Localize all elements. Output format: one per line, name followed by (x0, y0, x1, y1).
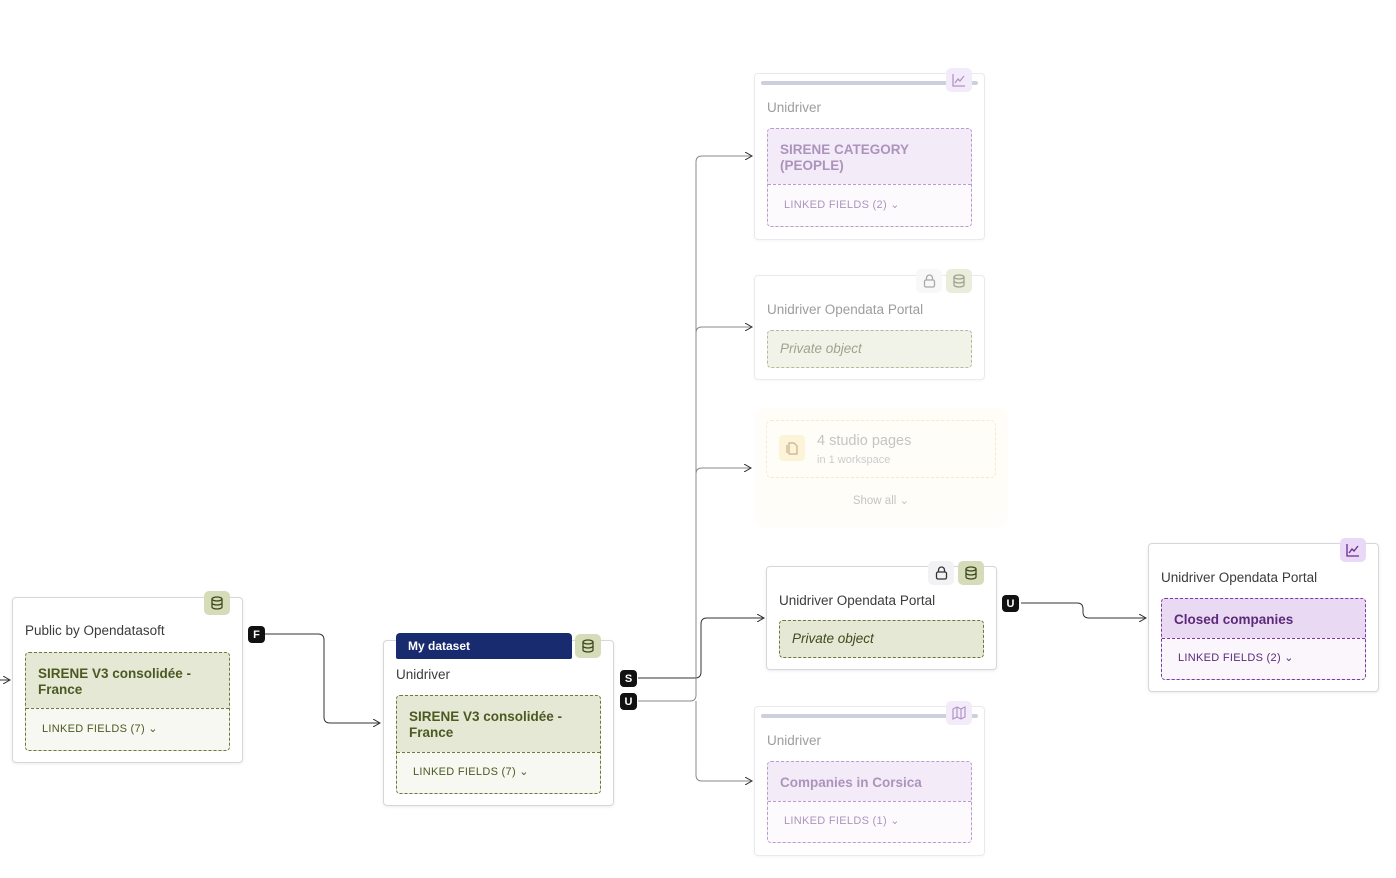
studio-pages-summary: 4 studio pages in 1 workspace (766, 420, 996, 478)
dataset-item[interactable]: SIRENE V3 consolidée - France LINKED FIE… (396, 695, 601, 794)
owner-label: Unidriver (767, 100, 822, 115)
main-dataset-card[interactable]: My dataset Unidriver SIRENE V3 consolidé… (383, 633, 614, 806)
linked-fields-label: LINKED FIELDS (7) (413, 766, 516, 778)
chevron-down-icon: ⌄ (890, 815, 900, 827)
linked-fields-label: LINKED FIELDS (1) (784, 815, 887, 827)
owner-label: Unidriver (396, 667, 451, 682)
lock-icon (928, 561, 954, 585)
edge-badge-u: U (1002, 595, 1019, 612)
private-object-card[interactable]: Unidriver Opendata Portal Private object (766, 561, 997, 670)
linked-fields-label: LINKED FIELDS (7) (42, 723, 145, 735)
studio-workspace-count: in 1 workspace (817, 454, 891, 466)
edge-s-to-private (638, 618, 764, 679)
linked-fields-label: LINKED FIELDS (2) (1178, 652, 1281, 664)
map-item[interactable]: Companies in Corsica LINKED FIELDS (1) ⌄ (767, 761, 972, 843)
edge-u-to-map (695, 701, 752, 781)
linked-fields-toggle[interactable]: LINKED FIELDS (7) ⌄ (397, 752, 600, 793)
edge-source-to-main (265, 633, 380, 723)
chevron-down-icon: ⌄ (1284, 652, 1294, 664)
chart-title: SIRENE CATEGORY (PEOPLE) (780, 142, 909, 173)
database-icon (946, 269, 972, 293)
edge-badge-f: F (248, 626, 265, 643)
closed-companies-card[interactable]: Unidriver Opendata Portal Closed compani… (1148, 538, 1379, 692)
source-dataset-card[interactable]: Public by Opendatasoft SIRENE V3 consoli… (12, 591, 243, 763)
edge-badge-s: S (620, 670, 637, 687)
chart-title: Closed companies (1174, 612, 1294, 627)
edge-u-to-private1 (695, 327, 752, 334)
map-title: Companies in Corsica (780, 775, 922, 790)
owner-label: Unidriver Opendata Portal (1161, 570, 1318, 585)
dataset-title: SIRENE V3 consolidée - France (38, 666, 192, 697)
map-icon (946, 701, 972, 725)
show-all-button[interactable]: Show all ⌄ (754, 493, 1008, 507)
page-icon (779, 435, 805, 461)
line-chart-icon (946, 68, 972, 92)
linked-fields-toggle[interactable]: LINKED FIELDS (1) ⌄ (768, 801, 971, 842)
lock-icon (916, 269, 942, 293)
private-object-label: Private object (792, 631, 874, 646)
dataset-title: SIRENE V3 consolidée - France (409, 709, 563, 740)
studio-pages-group[interactable]: 4 studio pages in 1 workspace Show all ⌄ (754, 408, 1008, 528)
edge-u-trunk (638, 156, 752, 702)
chart-item[interactable]: SIRENE CATEGORY (PEOPLE) LINKED FIELDS (… (767, 128, 972, 227)
progress-bar (761, 714, 978, 718)
progress-bar (761, 81, 978, 85)
owner-label: Unidriver (767, 733, 822, 748)
edge-u-to-closed (1021, 602, 1146, 618)
private-object-item: Private object (767, 330, 972, 368)
chevron-down-icon: ⌄ (519, 766, 529, 778)
my-dataset-tag: My dataset (396, 633, 572, 659)
private-object-item: Private object (779, 620, 984, 658)
owner-label: Unidriver Opendata Portal (767, 302, 924, 317)
studio-pages-count: 4 studio pages (817, 433, 912, 449)
line-chart-icon (1340, 538, 1366, 562)
chart-item[interactable]: Closed companies LINKED FIELDS (2) ⌄ (1161, 598, 1366, 680)
owner-label: Unidriver Opendata Portal (779, 593, 936, 608)
chevron-down-icon: ⌄ (899, 495, 910, 507)
chevron-down-icon: ⌄ (148, 723, 158, 735)
database-icon (575, 634, 601, 658)
linked-fields-toggle[interactable]: LINKED FIELDS (2) ⌄ (768, 184, 971, 226)
owner-label: Public by Opendatasoft (25, 623, 165, 638)
dataset-item[interactable]: SIRENE V3 consolidée - France LINKED FIE… (25, 652, 230, 751)
chart-card[interactable]: Unidriver SIRENE CATEGORY (PEOPLE) LINKE… (754, 68, 985, 240)
edge-u-to-studio (695, 468, 751, 475)
map-card[interactable]: Unidriver Companies in Corsica LINKED FI… (754, 701, 985, 856)
chevron-down-icon: ⌄ (890, 199, 900, 211)
linked-fields-label: LINKED FIELDS (2) (784, 199, 887, 211)
linked-fields-toggle[interactable]: LINKED FIELDS (2) ⌄ (1162, 638, 1365, 679)
linked-fields-toggle[interactable]: LINKED FIELDS (7) ⌄ (26, 708, 229, 750)
private-object-label: Private object (780, 341, 862, 356)
database-icon (958, 561, 984, 585)
show-all-label: Show all (852, 495, 897, 507)
edge-badge-u: U (620, 693, 637, 710)
database-icon (204, 591, 230, 615)
private-object-card-faded[interactable]: Unidriver Opendata Portal Private object (754, 269, 985, 380)
